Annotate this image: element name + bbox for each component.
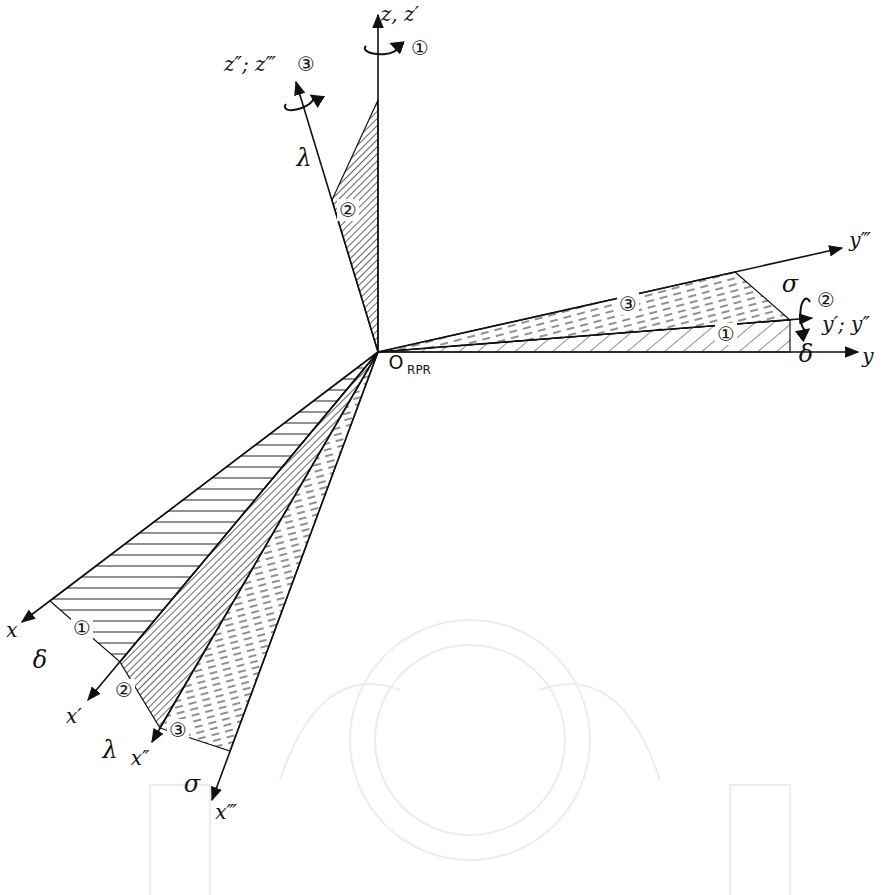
axis-label: x′ <box>64 705 84 727</box>
sigma-wedge <box>160 352 378 751</box>
axis-label: z″; z‴ <box>222 53 278 75</box>
axis-label: y <box>860 345 875 367</box>
rotation-arrow <box>285 96 313 110</box>
axis-label: x‴ <box>213 801 239 823</box>
axis-label: y′; y″ <box>820 313 872 335</box>
step-number: ① <box>71 617 93 639</box>
step-number: ③ <box>167 719 189 741</box>
coordinate-axis <box>378 351 858 353</box>
step-number: ③ <box>295 53 317 75</box>
step-number: ① <box>715 323 737 345</box>
angle-label: λ <box>294 145 313 171</box>
angle-label: σ <box>182 771 202 797</box>
axis-label: z, z′ <box>379 3 421 25</box>
coordinate-axis <box>212 352 378 800</box>
sigma-wedge <box>378 272 790 352</box>
step-number: ② <box>113 679 135 701</box>
rotation-arrow <box>800 299 810 331</box>
rotation-arrow <box>365 44 397 54</box>
coordinate-axis <box>378 318 812 352</box>
step-number: ② <box>337 199 359 221</box>
step-number: ① <box>409 37 431 59</box>
axis-label: y‴ <box>847 229 873 251</box>
axis-label: x <box>4 619 19 641</box>
step-number: ② <box>815 289 837 311</box>
coordinate-axis <box>152 352 378 742</box>
coordinate-axis <box>377 15 379 352</box>
axis-label: x″ <box>129 747 152 769</box>
angle-label: δ <box>31 647 49 673</box>
angle-label: δ <box>797 341 815 367</box>
step-number: ③ <box>617 293 639 315</box>
coordinate-axis <box>378 248 842 352</box>
angle-label: σ <box>780 271 800 297</box>
origin-label: O <box>387 352 406 373</box>
coordinate-axis <box>88 352 378 700</box>
origin-subscript: RPR <box>405 363 433 377</box>
coordinate-axis <box>296 82 378 352</box>
coordinate-axis <box>22 352 378 622</box>
angle-label: λ <box>100 737 119 763</box>
